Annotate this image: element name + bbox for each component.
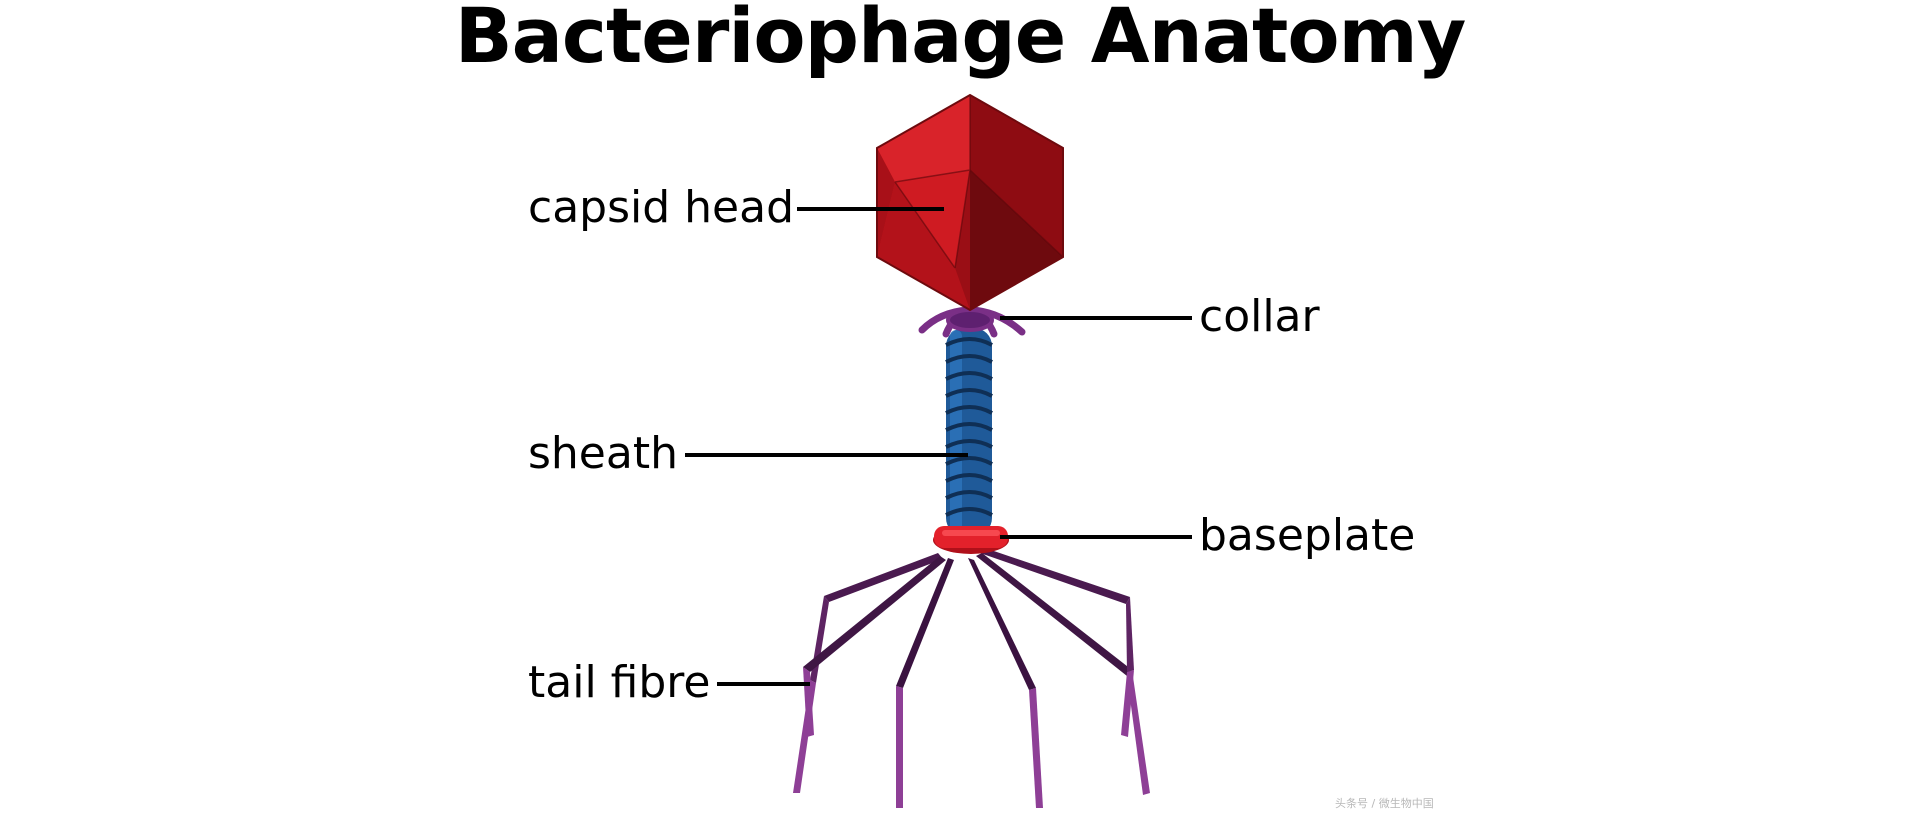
tail-fibre-right-mid xyxy=(976,553,1150,795)
tail-fibre-left-inner xyxy=(896,558,954,808)
label-tail-fibre: tail fibre xyxy=(528,657,711,708)
label-capsid-head: capsid head xyxy=(528,182,794,233)
baseplate xyxy=(933,526,1009,554)
tail-fibre-left-outer xyxy=(793,553,943,793)
label-collar: collar xyxy=(1199,291,1321,342)
tail-fibres xyxy=(793,548,1150,808)
tail-fibre-right-outer xyxy=(980,548,1134,737)
collar xyxy=(918,306,1026,338)
sheath-coils xyxy=(945,337,993,517)
label-sheath: sheath xyxy=(528,428,678,479)
watermark: 头条号 / 微生物中国 xyxy=(1335,796,1434,810)
tail-fibre-right-inner xyxy=(968,558,1043,808)
label-baseplate: baseplate xyxy=(1199,510,1415,561)
capsid-head xyxy=(876,93,1064,312)
sheath xyxy=(945,328,993,536)
diagram-title: Bacteriophage Anatomy xyxy=(455,0,1466,80)
